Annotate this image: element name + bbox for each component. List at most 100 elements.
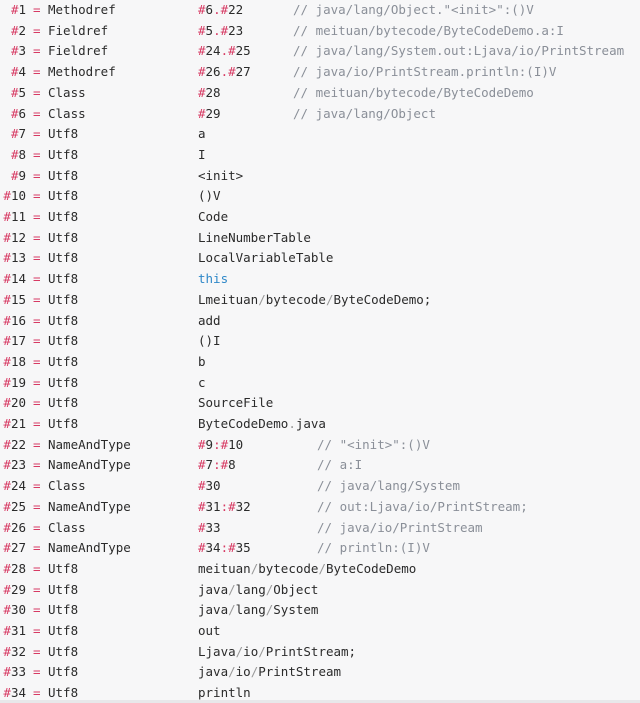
entry-kind: Utf8 [48, 395, 79, 411]
hash-sign: # [3, 312, 11, 328]
hash-sign: # [3, 602, 11, 618]
hash-sign: # [3, 229, 11, 245]
entry-index: #6 [0, 104, 26, 124]
entry-index: #5 [0, 83, 26, 103]
hash-sign: # [3, 685, 11, 701]
equals-sign: = [33, 105, 41, 121]
entry-value: I [198, 146, 206, 162]
equals-sign: = [33, 209, 41, 224]
ref-hash: # [220, 457, 229, 473]
equals-sign: = [33, 2, 41, 17]
equals-sign: = [33, 333, 41, 349]
entry-comment: // meituan/bytecode/ByteCodeDemo.a:I [293, 22, 564, 38]
constant-pool-entry: #3=Fieldref#24.#25// java/lang/System.ou… [0, 41, 640, 61]
constant-pool-entry: #4=Methodref#26.#27// java/io/PrintStrea… [0, 62, 640, 82]
entry-value: java/lang/Object [198, 581, 319, 597]
entry-number: 31 [10, 623, 26, 638]
entry-index: #9 [0, 166, 26, 186]
entry-kind: Utf8 [48, 250, 79, 266]
ref-hash: # [198, 478, 206, 494]
hash-sign: # [3, 540, 11, 556]
entry-comment: // meituan/bytecode/ByteCodeDemo [293, 84, 534, 100]
equals-sign: = [33, 478, 41, 494]
entry-number: 3 [18, 43, 26, 59]
equals-sign: = [33, 353, 41, 369]
entry-number: 16 [10, 312, 26, 328]
constant-pool-entry: #10=Utf8()V [0, 186, 640, 206]
hash-sign: # [3, 374, 11, 390]
entry-value: #9:#10 [198, 435, 243, 455]
ref-hash: # [198, 498, 206, 514]
entry-kind: Utf8 [48, 623, 79, 638]
ref-hash: # [220, 2, 229, 17]
entry-number: 23 [10, 457, 26, 473]
ref-number: 31 [205, 498, 221, 514]
equals-sign: = [33, 167, 41, 183]
ref-number: 8 [228, 457, 236, 473]
equals-sign: = [33, 457, 41, 473]
entry-value: LocalVariableTable [198, 250, 334, 266]
entry-kind: Utf8 [48, 664, 79, 680]
entry-comment: // java/io/PrintStream [317, 519, 483, 535]
hash-sign: # [3, 664, 11, 680]
entry-number: 10 [10, 188, 26, 204]
entry-number: 17 [10, 333, 26, 349]
equals-sign: = [33, 540, 41, 556]
equals-sign: = [33, 250, 41, 266]
entry-kind: Class [48, 519, 86, 535]
entry-number: 11 [10, 209, 26, 224]
entry-index: #26 [0, 518, 26, 538]
path-separator: / [258, 643, 266, 659]
entry-comment: // out:Ljava/io/PrintStream; [317, 498, 528, 514]
path-separator: / [228, 664, 236, 680]
path-separator: / [325, 291, 334, 307]
entry-number: 13 [10, 250, 26, 266]
entry-comment: // java/lang/System [317, 478, 460, 494]
entry-kind: Utf8 [48, 581, 79, 597]
entry-value: LineNumberTable [198, 229, 311, 245]
entry-index: #10 [0, 186, 26, 206]
entry-kind: Fieldref [48, 43, 109, 59]
ref-separator: . [220, 64, 229, 80]
entry-number: 7 [18, 126, 26, 142]
ref-hash: # [198, 540, 206, 556]
entry-index: #30 [0, 600, 26, 620]
entry-value: #24.#25 [198, 41, 251, 61]
dot: . [288, 416, 296, 431]
equals-sign: = [33, 498, 41, 514]
entry-index: #7 [0, 124, 26, 144]
equals-sign: = [33, 291, 41, 307]
hash-sign: # [3, 395, 11, 411]
hash-sign: # [10, 126, 19, 142]
hash-sign: # [10, 146, 19, 162]
ref-separator: . [213, 22, 221, 38]
ref-separator: : [220, 498, 229, 514]
ref-hash: # [198, 2, 206, 17]
equals-sign: = [33, 664, 41, 680]
entry-kind: Utf8 [48, 602, 79, 618]
entry-value: #28 [198, 83, 221, 103]
entry-number: 1 [18, 2, 26, 17]
entry-index: #4 [0, 62, 26, 82]
ref-number: 22 [228, 2, 244, 17]
entry-value: ByteCodeDemo.java [198, 416, 326, 431]
ref-hash: # [198, 519, 206, 535]
equals-sign: = [33, 22, 41, 38]
entry-value: println [198, 685, 251, 701]
entry-kind: Utf8 [48, 209, 79, 224]
entry-number: 20 [10, 395, 26, 411]
entry-number: 14 [10, 271, 26, 287]
entry-index: #21 [0, 414, 26, 434]
entry-kind: NameAndType [48, 436, 131, 452]
entry-index: #32 [0, 642, 26, 662]
entry-value: b [198, 353, 206, 369]
bottom-edge [0, 700, 640, 703]
ref-number: 35 [235, 540, 251, 556]
equals-sign: = [33, 436, 41, 452]
